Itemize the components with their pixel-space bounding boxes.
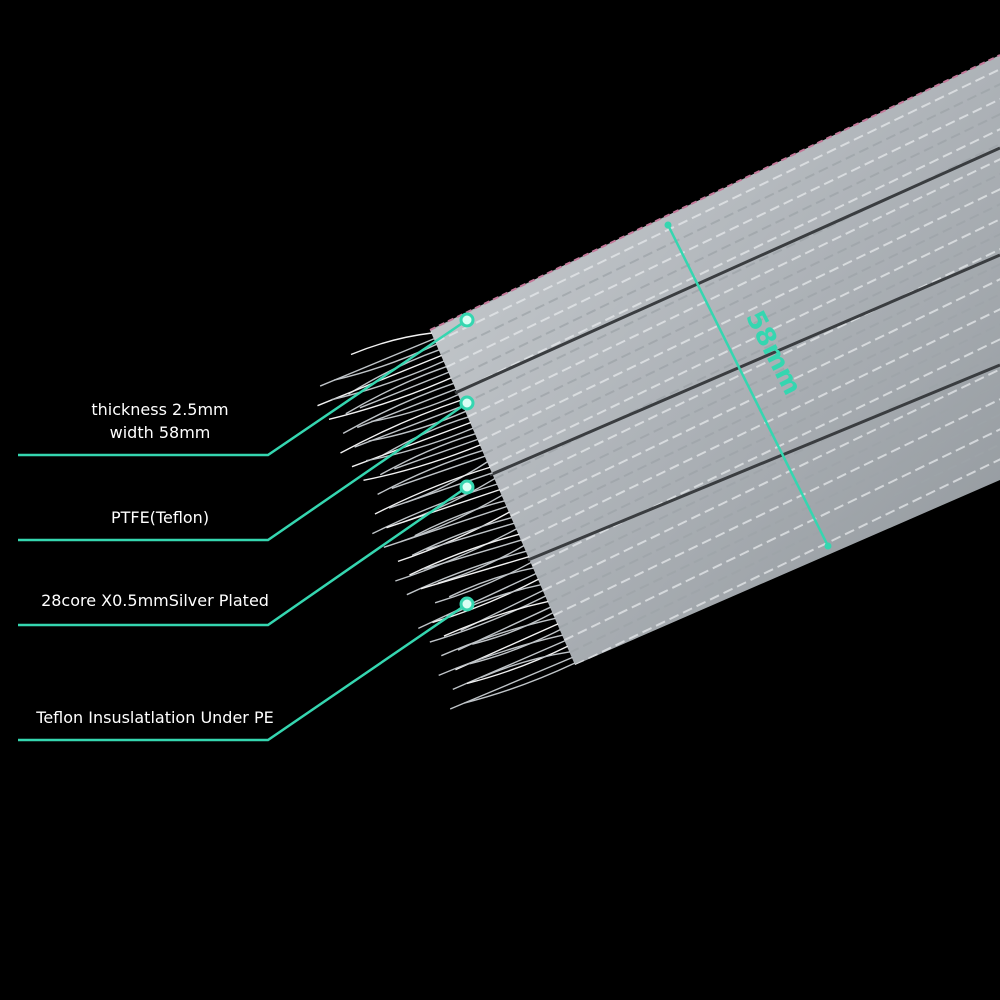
callout-thickness: thickness 2.5mm width 58mm [60, 398, 260, 444]
exposed-strands [317, 332, 576, 710]
callout-thickness-line2: width 58mm [109, 423, 211, 442]
callout-insulation: Teflon Insuslatlation Under PE [10, 706, 300, 729]
callout-core-line1: 28core X0.5mmSilver Plated [41, 591, 269, 610]
width-dimension-line [664, 221, 832, 550]
callout-leaders [18, 318, 468, 742]
callout-ptfe-line1: PTFE(Teflon) [110, 508, 210, 527]
callout-ptfe: PTFE(Teflon) [40, 506, 280, 529]
callout-insulation-line1: Teflon Insuslatlation Under PE [36, 708, 274, 727]
callout-core: 28core X0.5mmSilver Plated [20, 589, 290, 612]
callout-thickness-line1: thickness 2.5mm [91, 400, 229, 419]
callout-dots [459, 312, 475, 612]
ribbon-cable [429, 54, 1000, 665]
